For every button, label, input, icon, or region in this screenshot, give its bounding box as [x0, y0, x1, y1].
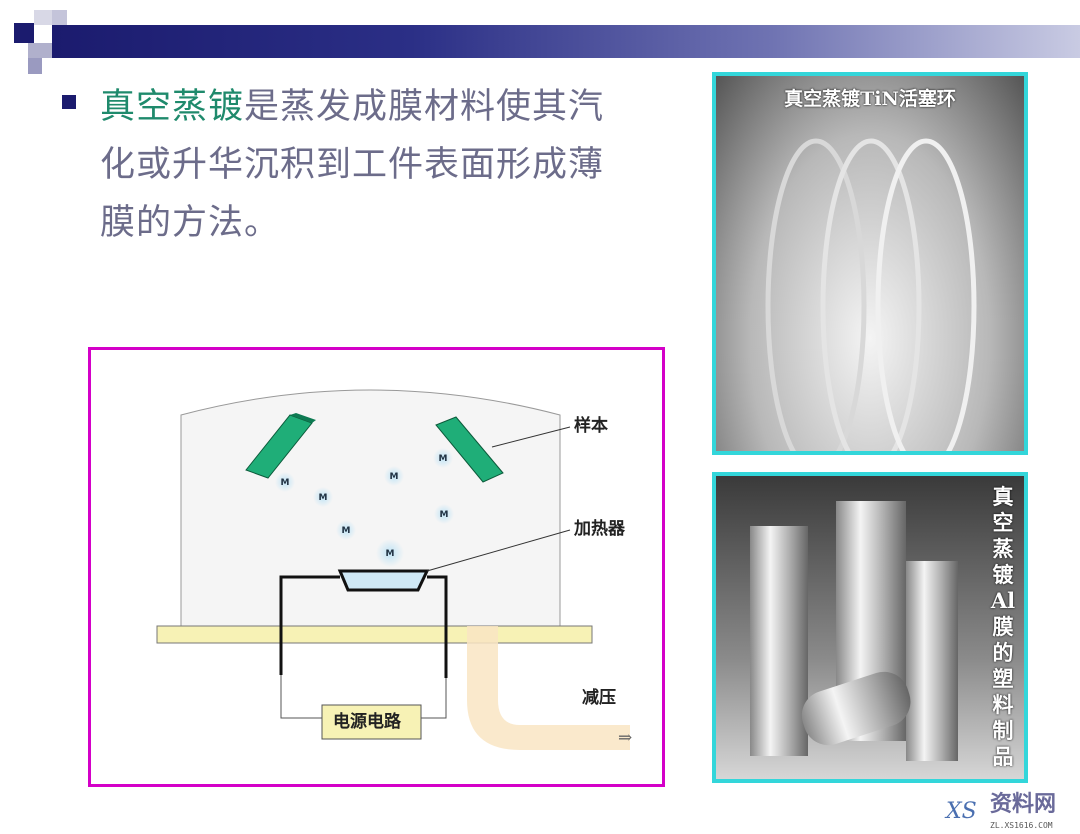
diagram-frame [88, 347, 665, 787]
sample-leader [491, 426, 571, 448]
heater-boat [337, 569, 430, 592]
watermark-url: ZL.XS1616.COM [990, 821, 1053, 830]
ring [875, 138, 977, 451]
film-roll [906, 561, 958, 761]
photo-aluminized-film: 真空蒸镀Al膜的塑料制品 [712, 472, 1028, 783]
photo-piston-rings: 真空蒸镀TiN活塞环 [712, 72, 1028, 455]
sample-right [435, 416, 504, 483]
watermark-name: 资料网 [990, 792, 1057, 817]
power-circuit-box [321, 704, 422, 740]
ring [765, 138, 867, 451]
molecules [275, 448, 454, 567]
title-bar [52, 25, 1080, 58]
film-roll [801, 671, 911, 746]
deco-square [28, 43, 52, 58]
arrow-icon: ⇒ [618, 728, 633, 748]
watermark-logo: XS [946, 799, 977, 824]
electrode-wires [279, 575, 448, 678]
photo-caption-bottom: 真空蒸镀Al膜的塑料制品 [990, 484, 1016, 769]
exhaust-pipe [467, 626, 630, 750]
base-plate [156, 625, 593, 644]
label-power-circuit: 电源电路 [333, 712, 401, 732]
molecule-label: M [440, 510, 449, 520]
label-vacuum: 减压 [582, 688, 616, 708]
watermark: XS 资料网 ZL.XS1616.COM [946, 793, 1080, 833]
photo-caption-top: 真空蒸镀TiN活塞环 [784, 88, 956, 110]
deco-square [14, 23, 34, 43]
bullet-icon [62, 95, 76, 109]
molecule-label: M [390, 472, 399, 482]
label-sample: 样本 [574, 416, 608, 436]
heater-leader [426, 529, 571, 572]
label-heater: 加热器 [574, 519, 625, 539]
film-roll [750, 526, 808, 756]
molecule-label: M [386, 549, 395, 559]
highlight-term: 真空蒸镀 [100, 87, 245, 127]
molecule-label: M [342, 526, 351, 536]
bullet-text: 真空蒸镀是蒸发成膜材料使其汽化或升华沉积到工件表面形成薄膜的方法。 [100, 78, 630, 252]
circuit-wires [280, 675, 447, 719]
molecule-label: M [439, 454, 448, 464]
definition-text: 是蒸发成膜材料使其汽化或升华沉积到工件表面形成薄膜的方法。 [100, 87, 605, 243]
piston-rings-image [765, 138, 977, 451]
molecule-label: M [319, 493, 328, 503]
sample-left [245, 413, 316, 479]
deco-square [28, 58, 42, 74]
film-rolls-image [750, 501, 958, 761]
deco-square [34, 10, 52, 25]
molecule-label: M [281, 478, 290, 488]
ring [820, 138, 922, 451]
